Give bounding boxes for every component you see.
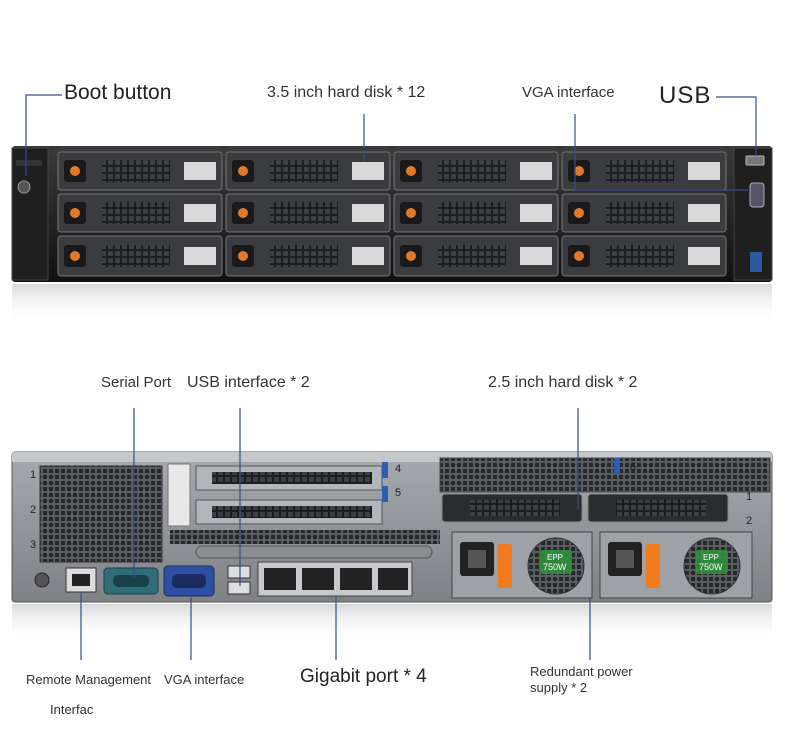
psu-handle-icon [646,544,660,588]
hard-disk-25-label: 2.5 inch hard disk * 2 [488,374,638,391]
remote-management-label: Remote Management [26,672,152,687]
slot-4-label: 4 [395,463,401,475]
slot-5-label: 5 [395,487,401,499]
hard-disk-35-label: 3.5 inch hard disk * 12 [267,84,426,101]
psu-rating-1: 750W [543,562,567,572]
serial-port-label: Serial Port [101,374,172,391]
usb-port-2-icon [227,581,251,595]
remote-management-label-cont: Interfac [50,702,94,717]
gigabit-port-label: Gigabit port * 4 [300,666,427,687]
psu-2: EPP 750W [599,531,753,599]
front-vga-port-icon [749,182,765,208]
usb-interface-label: USB interface * 2 [187,374,310,391]
sticker-icon [750,252,762,272]
psu-badge-2: EPP [703,553,719,562]
slot-3-label: 3 [30,539,36,551]
serial-sticker-icon [167,463,191,527]
id-button-icon [34,572,50,588]
front-usb-label: USB [659,82,712,109]
psu-badge-1: EPP [547,553,563,562]
slot-2-label: 2 [30,504,36,516]
psu-1: EPP 750W [451,531,593,599]
usb-port-1-icon [227,565,251,579]
rear-handle-icon [195,545,433,559]
slot-1-label: 1 [30,469,36,481]
rear-details: 1 2 3 4 5 6 1 2 EPP [30,457,771,599]
drive-row-2 [57,193,727,233]
rear-vent-left [39,465,163,563]
rear-callouts [80,408,591,660]
front-usb-port-icon [745,155,765,166]
ethernet-port-icon [264,568,296,590]
boot-button-label: Boot button [64,81,172,104]
ethernet-port-icon [340,568,372,590]
ethernet-port-icon [378,568,408,590]
psu-rating-2: 750W [699,562,723,572]
drive-row-3 [57,235,727,277]
drive-row-1 [57,151,727,191]
psu-handle-icon [498,544,512,588]
front-drive-bays [57,151,727,277]
idrac-port-icon [65,567,97,593]
power-button-icon [17,180,31,194]
rear-bay-1-label: 1 [746,491,752,503]
redundant-power-label: Redundant power supply * 2 [530,664,633,695]
rear-bay-2-label: 2 [746,515,752,527]
slot-6-label: 6 [630,461,636,473]
front-callouts [25,94,757,191]
ethernet-port-icon [302,568,334,590]
rear-vga-label: VGA interface [164,672,245,687]
front-vga-label: VGA interface [522,84,615,101]
